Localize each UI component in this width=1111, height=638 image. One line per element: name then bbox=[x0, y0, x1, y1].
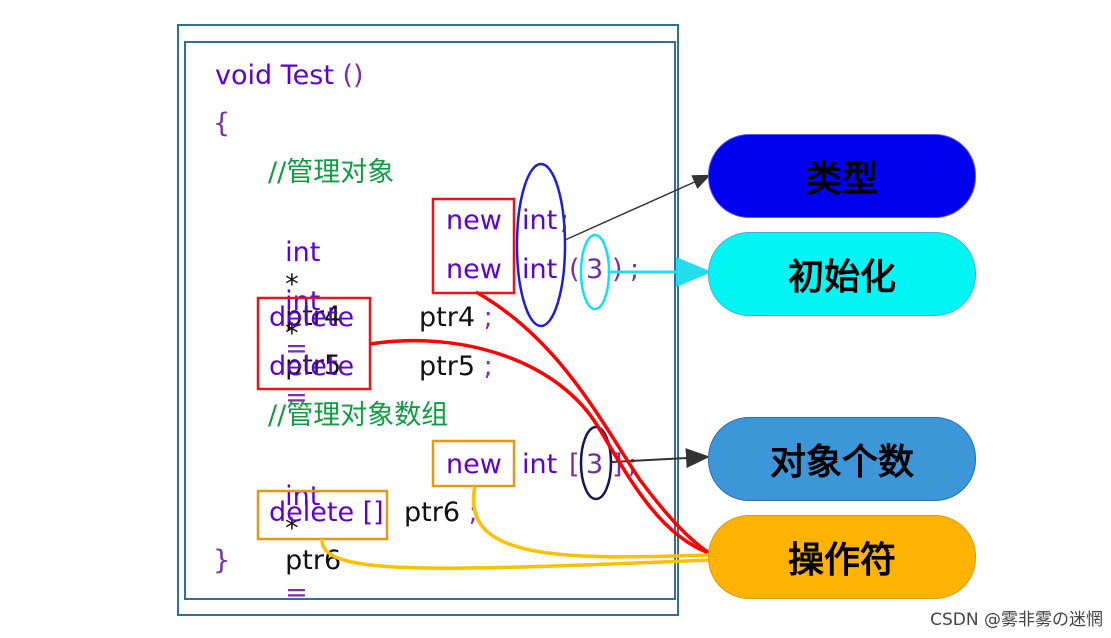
label-type-text: 类型 bbox=[805, 158, 878, 200]
code-line-signature: void Test () bbox=[215, 60, 364, 92]
lparen-ptr5: ( bbox=[569, 254, 580, 285]
var-ptr5: ptr5 bbox=[419, 351, 476, 382]
rbracket-ptr6: ] bbox=[612, 449, 623, 480]
array-count-3: 3 bbox=[586, 449, 604, 480]
close-brace: } bbox=[213, 545, 231, 576]
init-value-3: 3 bbox=[586, 254, 604, 285]
label-type: 类型 bbox=[708, 134, 976, 218]
type-int: int bbox=[285, 237, 321, 268]
code-line-delete-ptr5: ptr5 ; bbox=[419, 351, 493, 383]
var-ptr6: ptr6 bbox=[404, 497, 461, 528]
label-count: 对象个数 bbox=[708, 417, 976, 501]
var-ptr4: ptr4 bbox=[419, 302, 476, 333]
watermark: CSDN @雾非雾の迷惘 bbox=[930, 610, 1103, 630]
op-delete-ptr4: delete bbox=[269, 302, 355, 333]
type-int-ptr5: int bbox=[522, 254, 558, 285]
type-int-ptr6: int bbox=[522, 449, 558, 480]
semicolon-ptr5: ; bbox=[630, 254, 640, 285]
label-init-text: 初始化 bbox=[787, 256, 896, 298]
op-new-ptr5: new bbox=[446, 254, 502, 285]
var-ptr6: ptr6 bbox=[285, 545, 342, 576]
code-line-ptr6: int * ptr6 = bbox=[268, 449, 341, 609]
semicolon: ; bbox=[468, 497, 478, 528]
equals: = bbox=[285, 577, 308, 608]
op-delete-array-ptr6: delete [] bbox=[269, 497, 384, 528]
semicolon-ptr4: ; bbox=[560, 205, 570, 236]
function-parens: () bbox=[342, 60, 364, 91]
pointer-star: * bbox=[285, 269, 299, 300]
comment-manage-object: //管理对象 bbox=[268, 157, 395, 188]
rparen-ptr5: ) bbox=[612, 254, 623, 285]
code-line-delete-ptr4: ptr4 ; bbox=[419, 302, 493, 334]
label-operator: 操作符 bbox=[708, 515, 976, 599]
label-init: 初始化 bbox=[708, 232, 976, 316]
op-new-ptr4: new bbox=[446, 205, 502, 236]
lbracket-ptr6: [ bbox=[569, 449, 580, 480]
comment-manage-object-array: //管理对象数组 bbox=[268, 400, 449, 431]
label-operator-text: 操作符 bbox=[787, 539, 896, 581]
open-brace: { bbox=[213, 108, 231, 139]
op-new-ptr6: new bbox=[446, 449, 502, 480]
label-count-text: 对象个数 bbox=[769, 441, 914, 483]
type-int-ptr4: int bbox=[522, 205, 558, 236]
function-name: Test bbox=[280, 60, 334, 91]
semicolon: ; bbox=[483, 302, 493, 333]
semicolon: ; bbox=[483, 351, 493, 382]
code-line-ptr5: int * ptr5 = bbox=[268, 254, 341, 414]
op-delete-ptr5: delete bbox=[269, 351, 355, 382]
keyword-void: void bbox=[215, 60, 273, 91]
code-line-delete-ptr6: ptr6 ; bbox=[404, 497, 478, 529]
semicolon-ptr6: ; bbox=[628, 449, 638, 480]
